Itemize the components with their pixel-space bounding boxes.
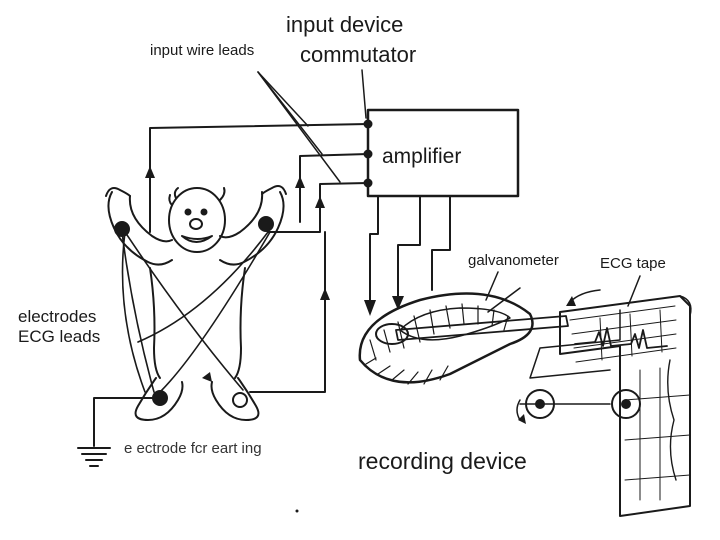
input-wire-leads-pointer (257, 69, 367, 183)
body-lead-wires (121, 231, 271, 393)
electrode-left-hand (114, 221, 130, 237)
patient-right-arm (219, 191, 285, 266)
recording-device-label: recording device (358, 448, 527, 474)
electrode-right-hand (258, 216, 274, 232)
ecg-tape-label-pointer (627, 275, 641, 307)
ecg-tape-front (529, 309, 621, 379)
galvanometer (358, 287, 569, 385)
commutator-label: commutator (300, 42, 417, 67)
tape-feed-arrow-left (516, 399, 521, 421)
galvanometer-label: galvanometer (468, 252, 559, 269)
ecg-leads-label: ECG leads (18, 327, 101, 346)
ecg-tape (516, 289, 692, 517)
input-wire-leads-label: input wire leads (150, 42, 255, 59)
patient-left-arm (107, 191, 173, 266)
patient-right-hand (261, 185, 287, 195)
patient-right-arm-inner (219, 191, 264, 239)
patient-mouth (181, 235, 213, 243)
input-device-label: input device (286, 12, 404, 37)
galvanometer-pointer (395, 315, 569, 341)
amplifier-output-arrows (364, 296, 404, 316)
patient-left-leg (134, 377, 184, 421)
electrode-earthing (232, 392, 248, 408)
patient-right-leg (210, 377, 260, 421)
galvanometer-core (375, 323, 409, 345)
amplifier-label: amplifier (382, 145, 462, 168)
tape-roller-right (611, 389, 641, 419)
ecg-tape-fold (679, 295, 692, 317)
patient-nose (189, 218, 203, 230)
patient-torso (149, 267, 246, 379)
ecg-tape-label: ECG tape (600, 255, 666, 272)
electrode-for-earthing-label: e ectrode fcr eart ing (124, 440, 262, 457)
stray-mark (295, 509, 299, 513)
patient-left-hand (105, 187, 131, 197)
ecg-tape-sheet (559, 295, 691, 517)
galvanometer-coil-inner (399, 307, 511, 341)
ecg-trace-vertical (667, 359, 677, 481)
lead-arrows (145, 166, 330, 382)
lead-wires (93, 123, 369, 431)
amplifier-output-wires (369, 195, 451, 301)
tape-feed-arrow-top (569, 289, 601, 303)
patient-hair (168, 187, 226, 206)
galvanometer-label-pointer (485, 271, 499, 301)
patient-head (168, 187, 226, 253)
electrodes-label: electrodes (18, 307, 97, 326)
electrode-left-leg (152, 390, 168, 406)
ecg-tape-grid (569, 305, 691, 501)
patient-figure (105, 185, 287, 421)
ecg-trace (574, 327, 668, 349)
ground-symbol (77, 429, 111, 467)
patient-left-arm-inner (128, 195, 173, 243)
